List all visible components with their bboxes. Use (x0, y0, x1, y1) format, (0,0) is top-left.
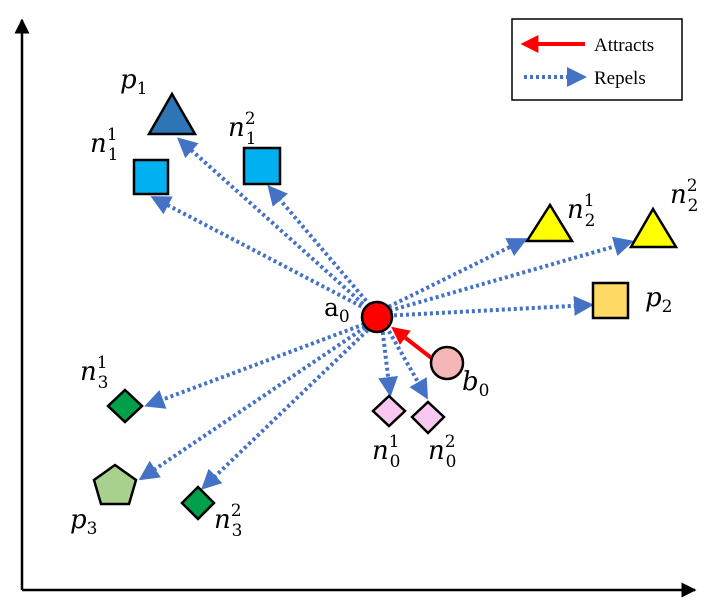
legend-box (511, 18, 683, 101)
node-n22 (628, 206, 679, 249)
label-b0: b0 (462, 367, 489, 401)
legend-repels-label: Repels (594, 68, 646, 89)
node-b0 (429, 345, 465, 381)
repel-arrow-n12 (267, 184, 376, 312)
legend-attracts-label: Attracts (594, 35, 654, 56)
node-p3 (92, 463, 138, 506)
node-p2 (591, 281, 630, 320)
repel-arrow-n11 (150, 196, 373, 314)
node-n12 (242, 146, 282, 186)
label-p1: p1 (120, 65, 147, 99)
legend: Attracts Repels (511, 18, 683, 101)
node-n32 (180, 485, 216, 521)
node-n31 (106, 388, 144, 424)
repel-arrow-n21 (377, 238, 528, 314)
repel-arrow-p2 (381, 295, 594, 318)
node-n11 (132, 158, 170, 196)
attract-arrow (391, 326, 436, 362)
repel-arrow-n01 (378, 325, 399, 397)
repel-arrow-n31 (144, 320, 371, 409)
repel-arrow-n22 (377, 236, 634, 316)
repel-arrow-p1 (177, 137, 374, 314)
node-n02 (410, 400, 446, 435)
node-n21 (524, 202, 575, 243)
label-a0: a0 (324, 293, 350, 327)
node-a0 (360, 300, 394, 334)
label-p3: p3 (70, 505, 97, 539)
repel-arrow-p3 (138, 322, 372, 481)
triangle-shape (146, 91, 198, 136)
label-p2: p2 (645, 283, 672, 317)
node-n01 (371, 394, 407, 428)
node-p1 (146, 91, 198, 136)
repel-arrow-n32 (201, 324, 374, 490)
